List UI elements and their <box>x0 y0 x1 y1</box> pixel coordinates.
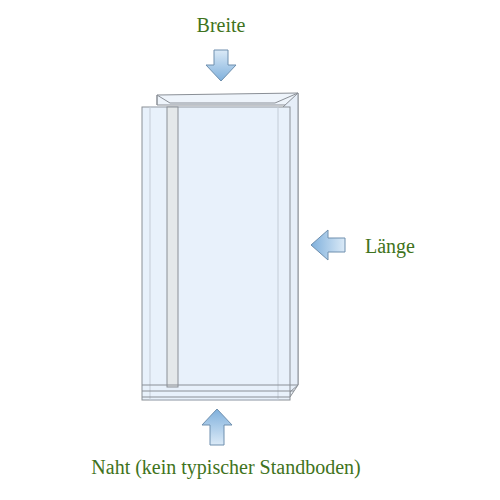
down-arrow <box>206 50 236 81</box>
bottom-seam <box>142 391 294 392</box>
dimension-label: Länge <box>365 235 415 257</box>
left-arrow <box>311 230 345 260</box>
dimension-label: Naht (kein typischer Standboden) <box>91 456 360 478</box>
front-panel <box>142 107 290 400</box>
long-seam <box>167 107 178 387</box>
dimension-label: Breite <box>197 14 246 36</box>
gusset-fold <box>157 95 158 105</box>
bottom-seam <box>142 397 290 398</box>
up-arrow <box>202 409 232 445</box>
inner-edge <box>150 107 278 400</box>
bottom-seam <box>142 385 298 386</box>
gusset-fold <box>157 93 298 103</box>
